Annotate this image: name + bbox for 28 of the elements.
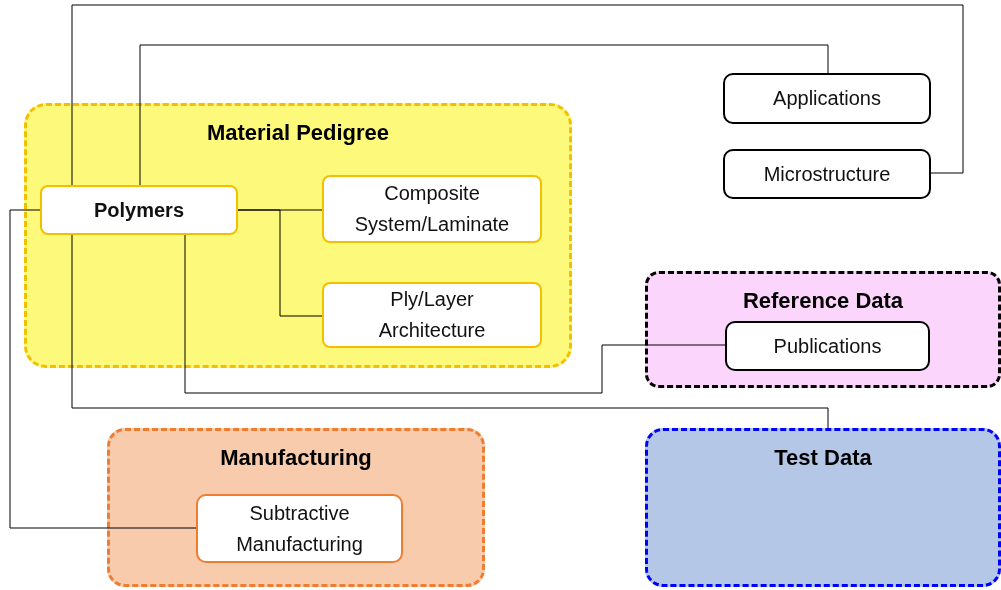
connector-line	[139, 44, 829, 186]
process-box	[723, 149, 931, 199]
group-panel	[107, 428, 485, 587]
node-label: Publications	[772, 333, 883, 359]
group-panel	[645, 428, 1001, 587]
group-panel	[24, 103, 572, 368]
process-box	[322, 282, 542, 348]
node-label: Polymers	[92, 197, 186, 223]
connector-line	[71, 4, 964, 186]
node-label: Subtractive Manufacturing	[235, 500, 364, 557]
connector-line	[237, 209, 323, 317]
group-title: Test Data	[774, 445, 872, 471]
connector-line	[184, 234, 726, 394]
node-label: Ply/Layer Architecture	[377, 287, 487, 343]
connector-line	[9, 209, 197, 529]
connector-line	[71, 234, 829, 429]
process-box	[723, 73, 931, 124]
group-title: Manufacturing	[220, 445, 372, 471]
process-box	[40, 185, 238, 235]
process-box	[322, 175, 542, 243]
group-title: Reference Data	[742, 288, 904, 314]
node-label: Microstructure	[762, 161, 892, 187]
group-title: Material Pedigree	[206, 120, 390, 146]
group-panel	[645, 271, 1001, 388]
process-box	[725, 321, 930, 371]
process-box	[196, 494, 403, 563]
node-label: Composite System/Laminate	[353, 181, 511, 237]
node-label: Applications	[772, 86, 882, 111]
